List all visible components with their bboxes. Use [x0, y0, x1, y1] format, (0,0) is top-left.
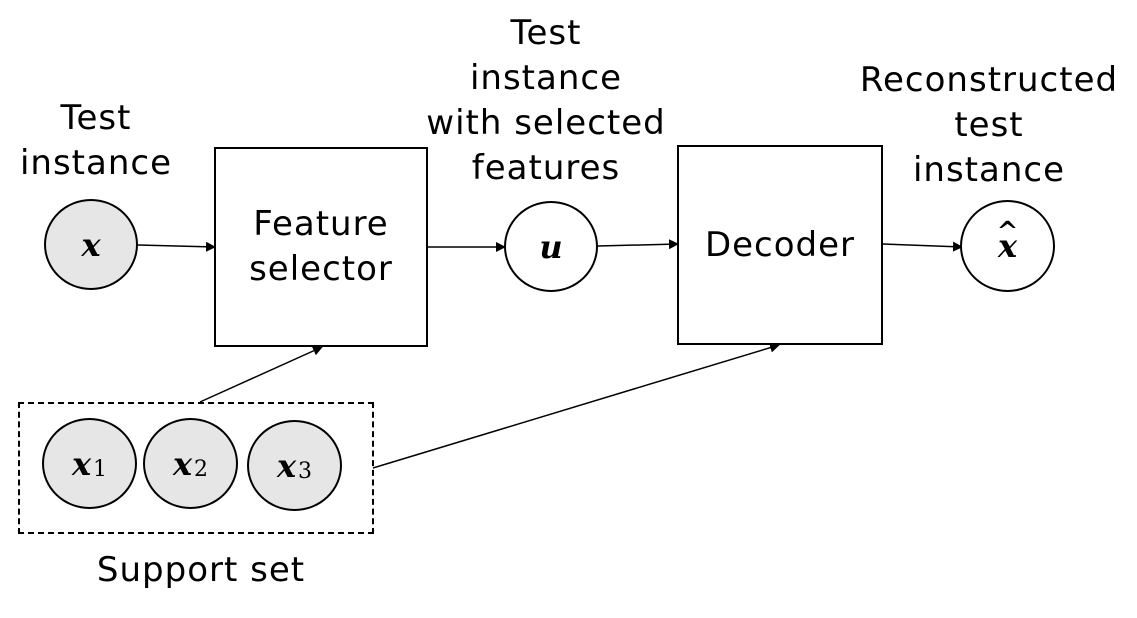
decoder-box: Decoder — [677, 145, 883, 345]
selected-features-symbol: u — [539, 227, 563, 266]
arrow-u-to-decoder — [597, 239, 679, 250]
support-node-3-subscript: 3 — [298, 459, 313, 484]
feature-selector-box: Feature selector — [214, 147, 428, 347]
support-node-2-symbol: x — [172, 444, 193, 483]
test-instance-label: Test instance — [18, 96, 174, 186]
support-node-1-symbol: x — [71, 444, 92, 483]
reconstructed-label-line-3: instance — [912, 150, 1066, 190]
reconstructed-node: ^ x — [960, 200, 1055, 292]
support-set-label: Support set — [96, 550, 306, 590]
reconstructed-label-line-2: test — [954, 105, 1024, 145]
arrow-support-to-decoder — [372, 342, 780, 469]
reconstructed-symbol: ^ x — [997, 217, 1019, 265]
test-instance-node: x — [44, 199, 138, 290]
selected-features-label-line-1: Test — [510, 13, 582, 53]
feature-selector-label-line-1: Feature — [253, 204, 389, 244]
support-set-frame — [18, 402, 374, 534]
test-instance-symbol: x — [81, 225, 101, 264]
arrow-x-to-feature-selector — [137, 241, 216, 252]
selected-features-label-line-3: with selected — [426, 103, 666, 143]
support-node-3-symbol: x — [276, 446, 297, 485]
arrow-support-to-feature-selector — [199, 346, 323, 403]
selected-features-label-line-2: instance — [469, 58, 623, 98]
test-instance-label-line-2: instance — [19, 143, 173, 183]
hat-accent: ^ — [996, 217, 1019, 247]
arrow-decoder-to-xhat — [882, 241, 963, 252]
support-node-1-subscript: 1 — [93, 457, 108, 482]
reconstructed-label: Reconstructed test instance — [858, 58, 1120, 193]
decoder-label: Decoder — [704, 224, 856, 265]
feature-selector-label-line-2: selector — [249, 249, 393, 289]
reconstructed-symbol-base: x — [997, 227, 1018, 265]
reconstructed-label-line-1: Reconstructed — [859, 60, 1119, 100]
selected-features-node: u — [504, 201, 598, 292]
selected-features-label: Test instance with selected features — [425, 11, 667, 191]
test-instance-label-line-1: Test — [60, 98, 132, 138]
selected-features-label-line-4: features — [471, 148, 621, 188]
support-node-2-subscript: 2 — [194, 457, 209, 482]
